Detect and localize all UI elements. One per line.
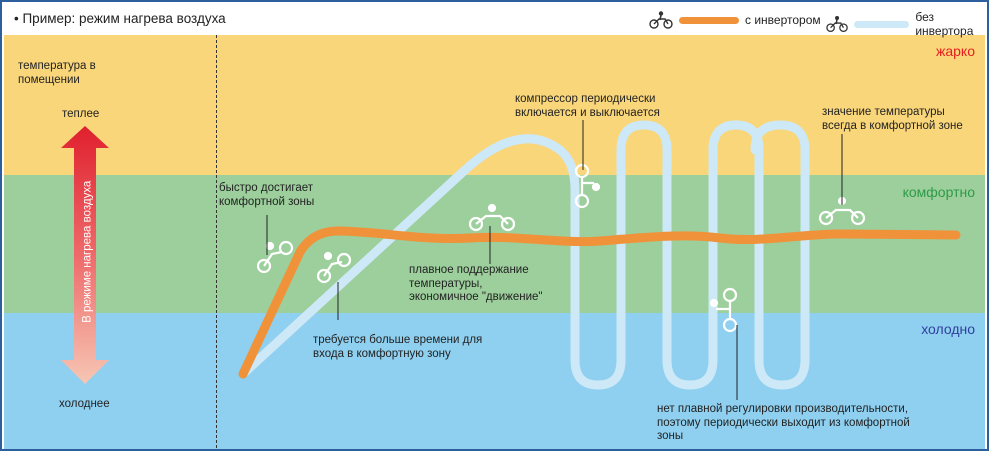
heating-mode-arrow-label: В режиме нагрева воздуха: [81, 180, 94, 323]
no-inverter-curve: [240, 120, 810, 390]
room-temp-label: температура в помещении: [18, 60, 96, 86]
section-divider: [216, 35, 217, 449]
legend-no-inverter-label: без инвертора: [915, 10, 974, 38]
warmer-label: теплее: [62, 108, 100, 120]
motorcycle-rider-icon: [316, 251, 352, 284]
motorcycle-rider-icon: [709, 287, 738, 333]
no-inverter-curve-tail: [708, 120, 764, 365]
zone-label-comfort: комфортно: [902, 184, 975, 200]
annotation-always-comfort: значение температуры всегда в комфортной…: [822, 106, 963, 132]
zone-label-cold: холодно: [921, 321, 975, 337]
annotation-more-time: требуется больше времени для входа в ком…: [313, 334, 483, 360]
motorcycle-rider-icon: [826, 15, 848, 33]
page-title: • Пример: режим нагрева воздуха: [14, 11, 226, 26]
legend-inverter-label: с инвертором: [745, 13, 821, 27]
annotation-smooth: плавное поддержание температуры, экономи…: [409, 264, 543, 303]
motorcycle-rider-icon: [649, 11, 673, 29]
motorcycle-rider-icon: [256, 240, 294, 274]
colder-label: холоднее: [59, 398, 110, 410]
temperature-scale-arrow: [61, 126, 109, 384]
zone-label-hot: жарко: [935, 43, 975, 59]
annotation-fast-reach: быстро достигает комфортной зоны: [219, 182, 315, 208]
motorcycle-rider-icon: [574, 163, 601, 209]
annotation-leaders: [266, 120, 843, 400]
legend-inverter-line: [679, 16, 739, 24]
annotation-compressor: компрессор периодически включается и вык…: [515, 93, 660, 119]
legend-no-inverter: без инвертора: [826, 10, 989, 38]
legend-no-inverter-line: [854, 20, 910, 28]
annotation-no-smooth: нет плавной регулировки производительнос…: [657, 403, 910, 442]
motorcycle-rider-icon: [468, 203, 516, 232]
comfort-zone-band: [4, 175, 985, 313]
cold-zone-band: [4, 313, 985, 449]
inverter-curve: [238, 226, 961, 379]
legend-inverter: с инвертором: [649, 10, 821, 30]
